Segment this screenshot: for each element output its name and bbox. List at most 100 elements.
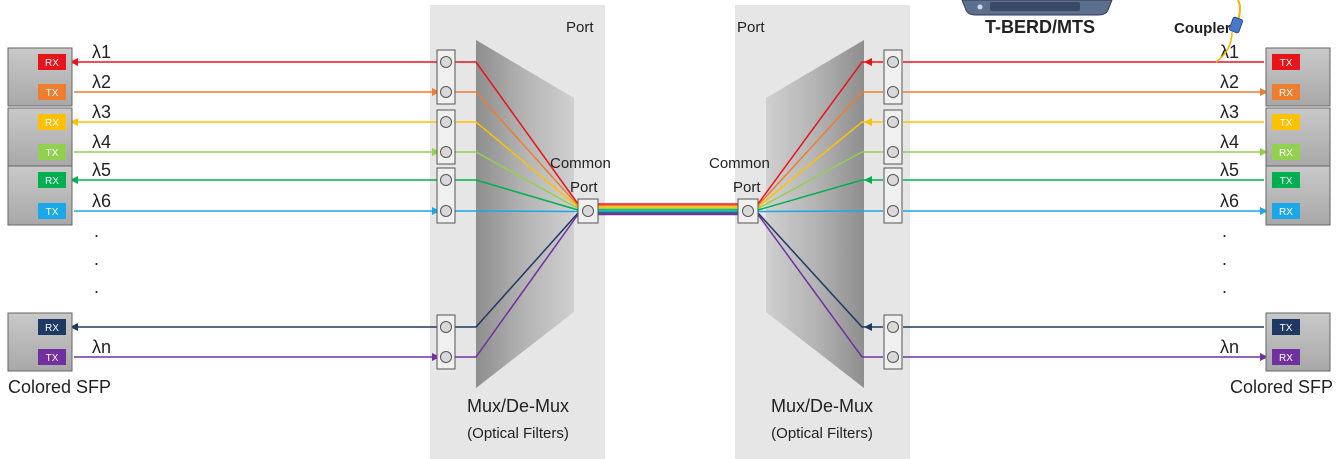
right-filter-port xyxy=(887,146,899,158)
right-mux-title: Mux/De-Mux xyxy=(771,396,873,416)
right-sfp-tag xyxy=(1272,114,1300,130)
right-wavelength-label: λ2 xyxy=(1220,72,1239,92)
right-wavelength-label: λ4 xyxy=(1220,132,1239,152)
right-sfp-tag xyxy=(1272,54,1300,70)
left-sfp-tag xyxy=(38,203,66,219)
left-filter-port xyxy=(440,56,452,68)
fiber-lines xyxy=(70,58,1268,361)
right-filter-port xyxy=(887,86,899,98)
right-sfp-tag xyxy=(1272,172,1300,188)
right-sfp-tag xyxy=(1272,319,1300,335)
right-wavelength-label: λ1 xyxy=(1220,42,1239,62)
right-filter-port xyxy=(887,321,899,333)
left-sfp-port-label: TX xyxy=(46,207,59,218)
fiber-right-mux-5 xyxy=(757,179,883,211)
arrow-left-port-6 xyxy=(432,207,440,215)
left-sfp-tag xyxy=(38,349,66,365)
left-sfp-port-label: TX xyxy=(46,88,59,99)
right-sfp-port-label: RX xyxy=(1279,88,1293,99)
arrow-right-sfp-8 xyxy=(1260,353,1268,361)
right-wavelength-label: λ3 xyxy=(1220,102,1239,122)
left-wavelength-label: λ2 xyxy=(92,72,111,92)
right-sfp-tag xyxy=(1272,84,1300,100)
arrow-left-port-8 xyxy=(432,353,440,361)
right-sfp-port-label: RX xyxy=(1279,148,1293,159)
arrow-left-port-2 xyxy=(432,88,440,96)
left-filter-port xyxy=(440,174,452,186)
left-sfp-port-label: RX xyxy=(45,118,59,129)
arrow-left-sfp-7 xyxy=(70,323,78,331)
left-filter-port xyxy=(440,351,452,363)
right-filter-port xyxy=(887,174,899,186)
left-ellipsis-3: . xyxy=(94,277,99,297)
right-optical-filter xyxy=(766,40,864,388)
right-sfp-tag xyxy=(1272,144,1300,160)
arrow-right-port-5 xyxy=(864,176,872,184)
left-wavelength-label: λ3 xyxy=(92,102,111,122)
fiber-left-mux-4 xyxy=(455,151,579,210)
arrow-right-port-3 xyxy=(864,118,872,126)
left-filter-port xyxy=(440,116,452,128)
right-mux-subtitle: (Optical Filters) xyxy=(771,425,873,442)
left-wavelength-label: λ1 xyxy=(92,42,111,62)
right-sfp-port-label: RX xyxy=(1279,353,1293,364)
right-sfp-port-label: TX xyxy=(1280,176,1293,187)
right-filter-port xyxy=(887,116,899,128)
right-port-label: Port xyxy=(737,19,765,36)
right-colored-sfp-caption: Colored SFP xyxy=(1230,377,1333,397)
right-sfp-port-label: TX xyxy=(1280,118,1293,129)
fiber-right-mux-7 xyxy=(757,212,883,328)
left-wavelength-label: λn xyxy=(92,337,111,357)
left-wavelength-label: λ4 xyxy=(92,132,111,152)
right-filter-port xyxy=(887,351,899,363)
left-sfp-tag xyxy=(38,114,66,130)
left-sfp-port-label: TX xyxy=(46,353,59,364)
left-sfp-tag xyxy=(38,319,66,335)
left-sfp-tag xyxy=(38,84,66,100)
right-ellipsis-3: . xyxy=(1222,277,1227,297)
left-filter-port xyxy=(440,321,452,333)
right-common-port xyxy=(737,198,759,224)
left-sfp-tag xyxy=(38,54,66,70)
right-ellipsis-1: . xyxy=(1222,221,1227,241)
right-common-port-label-1: Common xyxy=(709,155,770,172)
arrow-right-sfp-2 xyxy=(1260,88,1268,96)
coupler-icon xyxy=(1215,0,1244,63)
right-sfp-port-label: TX xyxy=(1280,323,1293,334)
fiber-right-mux-1 xyxy=(757,61,883,205)
fiber-left-mux-6 xyxy=(455,210,579,213)
left-filter-port xyxy=(440,146,452,158)
right-wavelength-label: λn xyxy=(1220,337,1239,357)
left-colored-sfp-caption: Colored SFP xyxy=(8,377,111,397)
right-ellipsis-2: . xyxy=(1222,249,1227,269)
left-sfp-port-label: RX xyxy=(45,176,59,187)
left-common-port-label-2: Port xyxy=(570,179,598,196)
right-filter-port xyxy=(887,205,899,217)
fiber-left-mux-7 xyxy=(455,212,579,328)
filter-ports xyxy=(436,49,903,370)
left-sfp-tag xyxy=(38,172,66,188)
arrow-left-port-4 xyxy=(432,148,440,156)
arrow-right-port-7 xyxy=(864,323,872,331)
fiber-right-mux-2 xyxy=(757,91,883,207)
fiber-right-mux-8 xyxy=(757,214,883,358)
fiber-left-mux-3 xyxy=(455,121,579,208)
arrow-right-sfp-6 xyxy=(1260,207,1268,215)
left-wavelength-label: λ6 xyxy=(92,191,111,211)
left-mux-title: Mux/De-Mux xyxy=(467,396,569,416)
left-common-port xyxy=(577,198,599,224)
coupler-label: Coupler xyxy=(1174,20,1231,37)
tberd-mts-device xyxy=(961,0,1113,16)
left-ellipsis-2: . xyxy=(94,249,99,269)
right-sfp-tag xyxy=(1272,349,1300,365)
fiber-left-mux-8 xyxy=(455,214,579,358)
left-ellipsis-1: . xyxy=(94,221,99,241)
arrow-left-sfp-3 xyxy=(70,118,78,126)
right-sfp-port-label: TX xyxy=(1280,58,1293,69)
left-sfp-tag xyxy=(38,144,66,160)
fiber-right-mux-4 xyxy=(757,151,883,210)
fiber-right-mux-6 xyxy=(757,210,883,213)
tberd-mts-label: T-BERD/MTS xyxy=(985,17,1095,37)
